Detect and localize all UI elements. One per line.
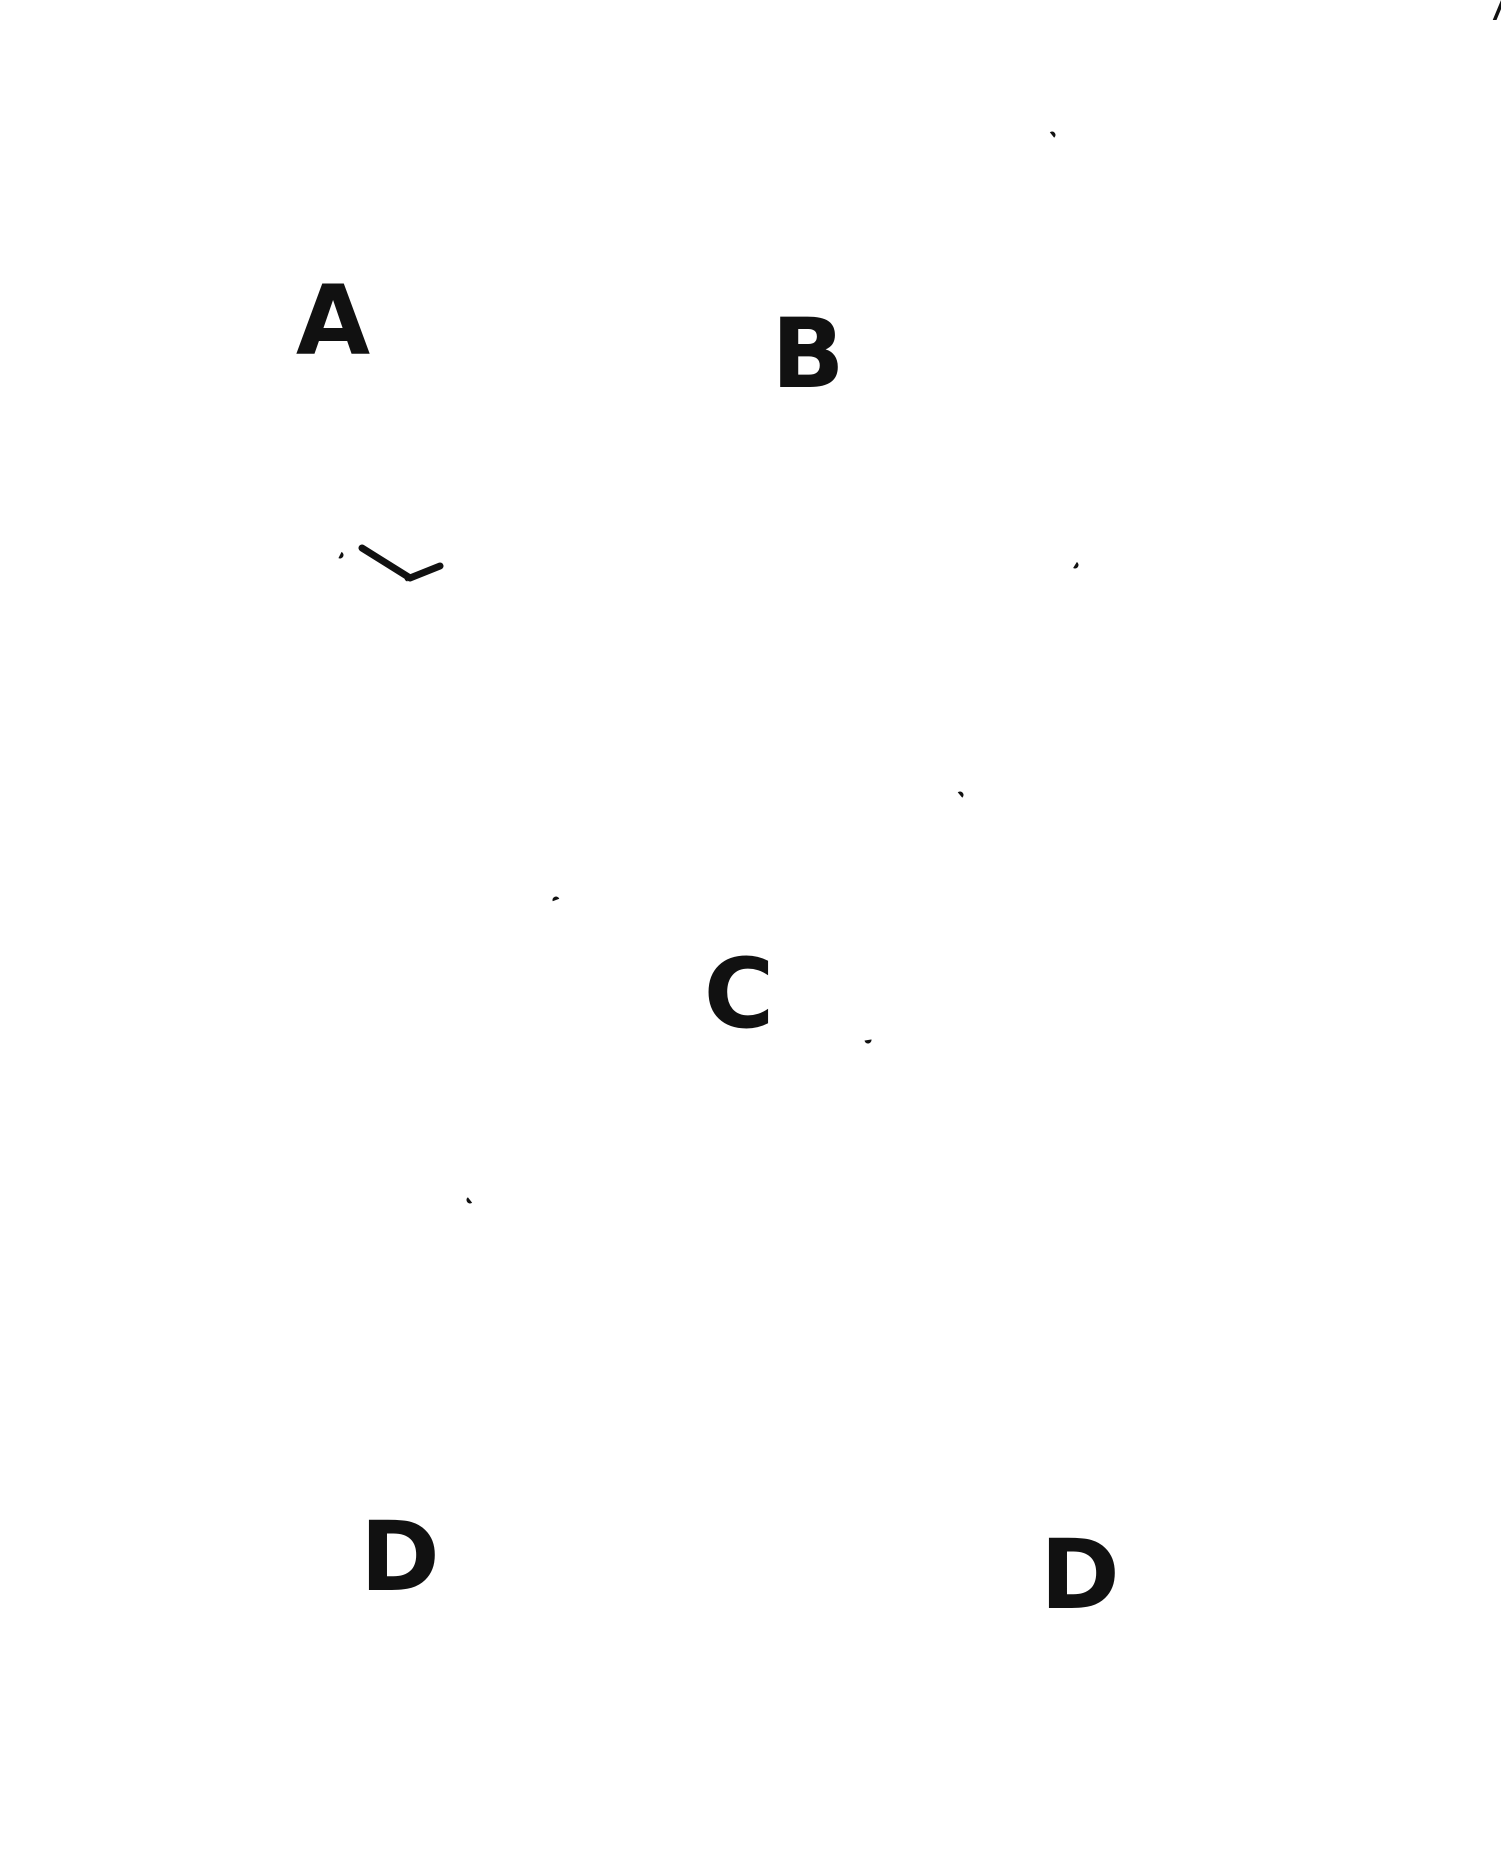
corner-mark: 7 [1482, 0, 1501, 33]
label-a: A [296, 265, 370, 377]
label-c: C [704, 938, 774, 1050]
label-b: B [771, 298, 844, 410]
linked-pair-b [633, 77, 1482, 617]
label-d-left: D [360, 1501, 440, 1613]
label-d-right: D [1040, 1519, 1120, 1631]
